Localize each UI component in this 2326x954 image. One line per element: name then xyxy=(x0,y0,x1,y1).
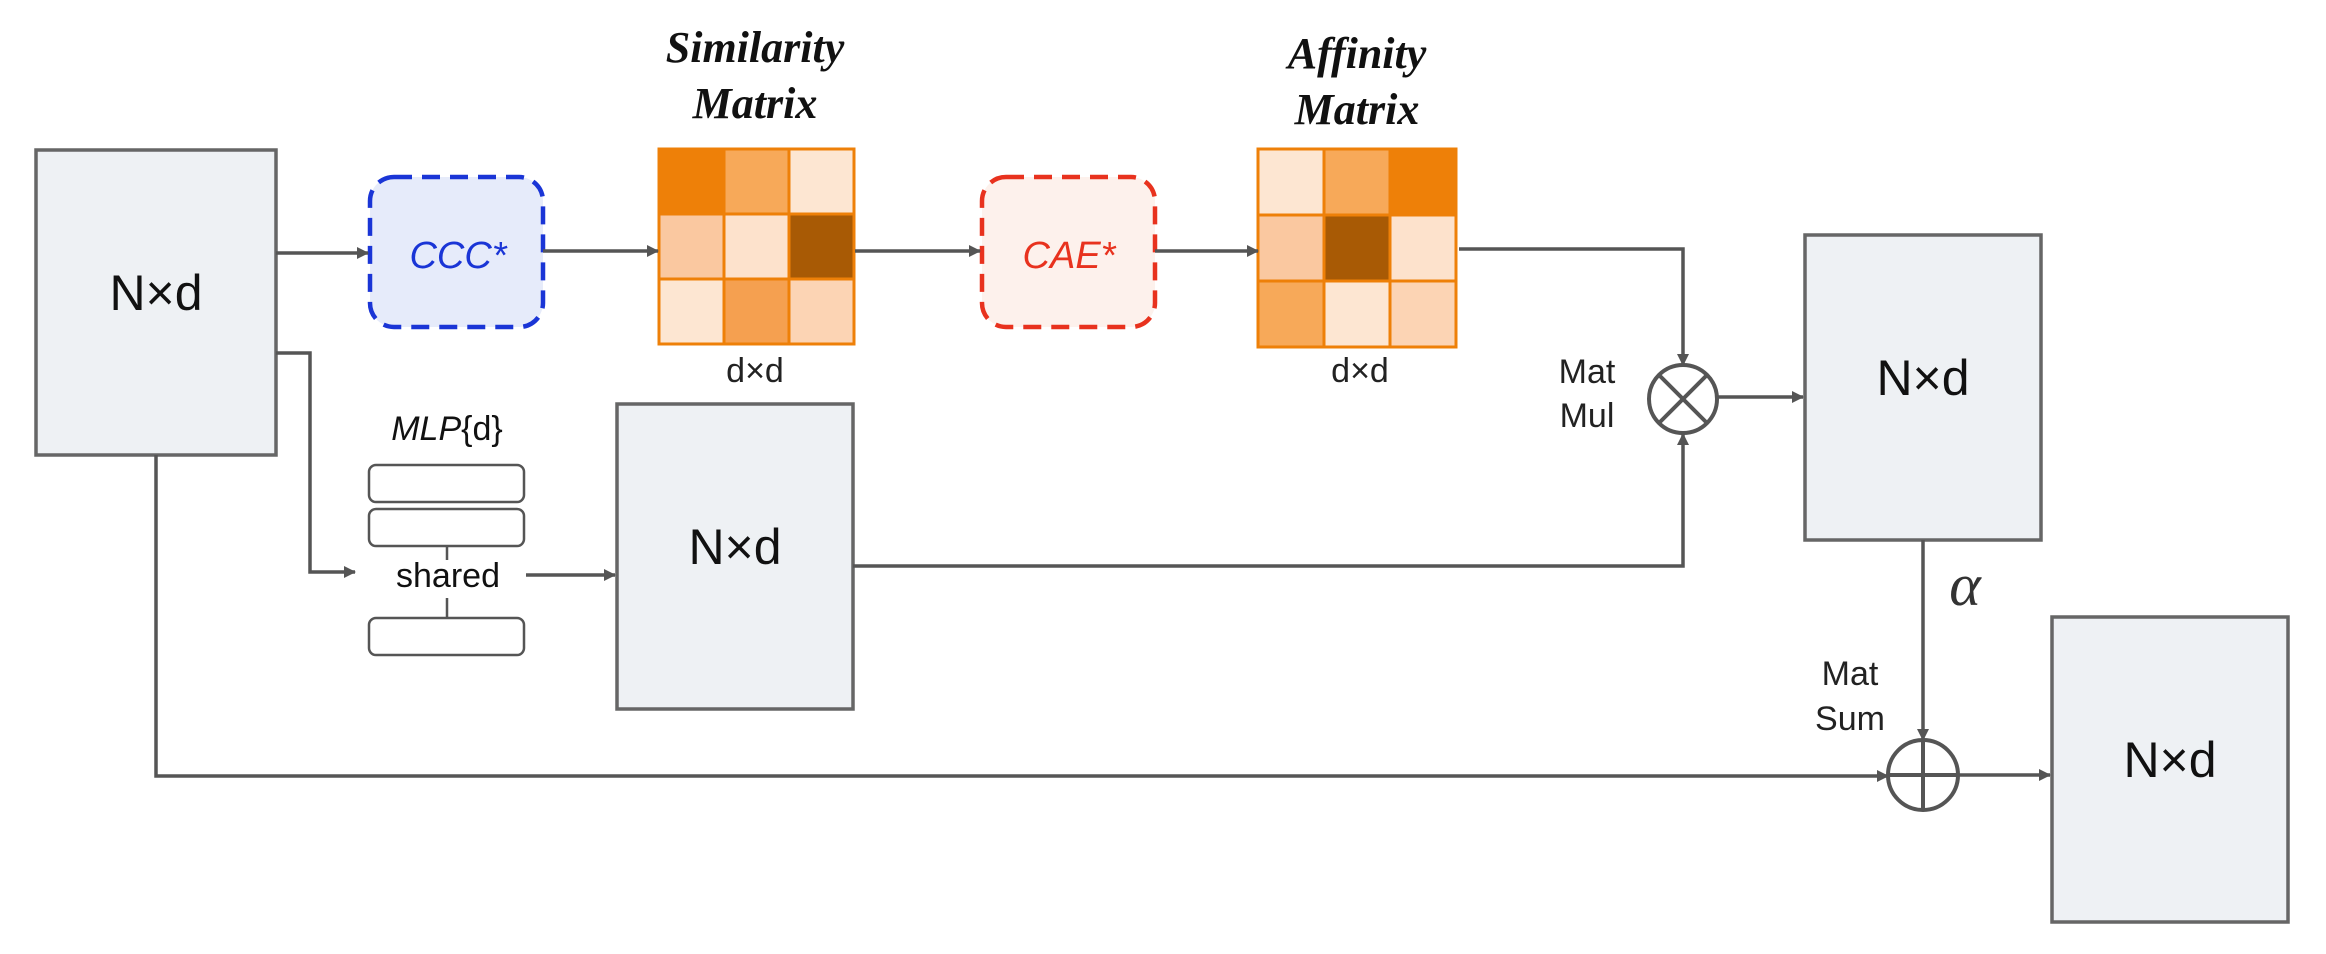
similarity-title-line2: Matrix xyxy=(692,79,818,128)
similarity-cell-2-1 xyxy=(657,212,726,281)
mlp-module: MLP{d} shared xyxy=(367,410,526,657)
similarity-cell-3-2 xyxy=(722,277,791,346)
affinity-cells xyxy=(1256,147,1458,349)
matmul-label-line1: Mat xyxy=(1559,353,1616,391)
matmul-label-line2: Mul xyxy=(1560,397,1615,435)
edge-skip-to-matsum xyxy=(154,455,1889,782)
affinity-cell-3-2 xyxy=(1322,279,1392,349)
matmul-output-node-label: N×d xyxy=(1876,350,1969,406)
similarity-cell-1-2 xyxy=(722,147,791,216)
similarity-cell-2-3 xyxy=(787,212,856,281)
edge-mlpnode-to-matmul xyxy=(853,433,1689,568)
matmul-output-node: N×d xyxy=(1803,233,2043,542)
affinity-cell-3-1 xyxy=(1256,279,1326,349)
mlp-label-italic: MLP xyxy=(391,410,461,448)
mlp-output-node: N×d xyxy=(615,402,855,711)
similarity-cell-2-2 xyxy=(722,212,791,281)
affinity-cell-2-2 xyxy=(1322,213,1392,283)
affinity-title-line1: Affinity xyxy=(1285,29,1427,78)
affinity-dim-label: d×d xyxy=(1331,352,1389,390)
mlp-shared-label: shared xyxy=(396,557,500,595)
mlp-output-node-label: N×d xyxy=(688,519,781,575)
mlp-label-braced: {d} xyxy=(461,410,503,448)
affinity-cell-2-1 xyxy=(1256,213,1326,283)
affinity-cell-1-3 xyxy=(1388,147,1458,217)
affinity-matrix: Affinity Matrix d×d xyxy=(1256,29,1458,390)
mlp-layer-2 xyxy=(367,507,526,548)
affinity-cell-2-3 xyxy=(1388,213,1458,283)
similarity-cell-1-1 xyxy=(657,147,726,216)
similarity-cell-1-3 xyxy=(787,147,856,216)
matsum-label-line2: Sum xyxy=(1815,700,1885,738)
matmul-operator: Mat Mul xyxy=(1559,353,1719,435)
edge-affinity-to-matmul xyxy=(1459,247,1689,366)
similarity-dim-label: d×d xyxy=(726,352,784,390)
mlp-layer-n xyxy=(367,616,526,657)
matsum-operator: Mat Sum α xyxy=(1815,552,1982,812)
similarity-cells xyxy=(657,147,856,346)
ccc-module: CCC* xyxy=(367,174,546,330)
input-node-label: N×d xyxy=(109,265,202,321)
edges xyxy=(154,245,2051,782)
matsum-label-line1: Mat xyxy=(1822,655,1879,693)
final-output-node-label: N×d xyxy=(2123,732,2216,788)
similarity-title-line1: Similarity xyxy=(666,23,845,72)
edge-input-to-mlp xyxy=(276,351,356,578)
similarity-cell-3-1 xyxy=(657,277,726,346)
ccc-label: CCC* xyxy=(409,235,507,277)
cae-label: CAE* xyxy=(1023,235,1117,277)
cae-module: CAE* xyxy=(979,174,1158,330)
affinity-cell-1-1 xyxy=(1256,147,1326,217)
final-output-node: N×d xyxy=(2050,615,2290,924)
affinity-cell-3-3 xyxy=(1388,279,1458,349)
similarity-cell-3-3 xyxy=(787,277,856,346)
alpha-label: α xyxy=(1949,552,1982,618)
affinity-cell-1-2 xyxy=(1322,147,1392,217)
affinity-title-line2: Matrix xyxy=(1294,85,1420,134)
input-node: N×d xyxy=(34,148,278,457)
mlp-label: MLP{d} xyxy=(391,410,503,448)
mlp-layer-1 xyxy=(367,463,526,504)
similarity-matrix: Similarity Matrix d×d xyxy=(657,23,856,390)
